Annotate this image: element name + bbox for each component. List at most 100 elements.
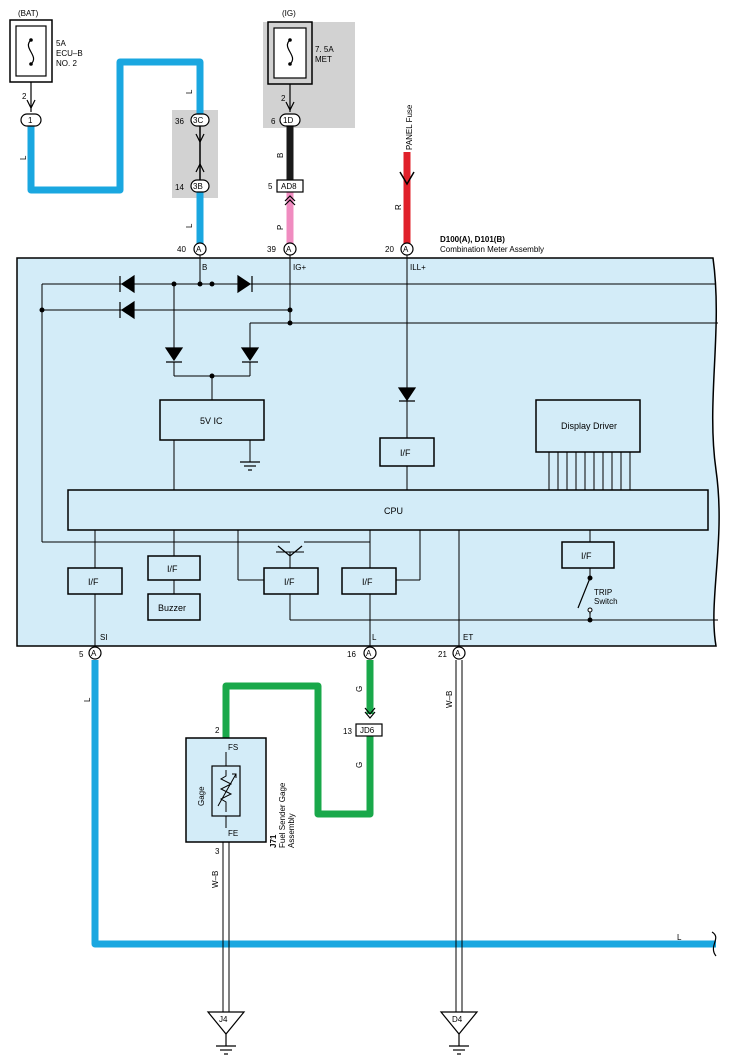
fuse-ecub-amp: 5A — [56, 39, 66, 48]
pin-a16: 16 — [347, 650, 356, 659]
pin-a21: 21 — [438, 650, 447, 659]
ground-d4-triangle — [439, 1011, 479, 1035]
buzzer-box — [147, 593, 201, 621]
fs-pin: 2 — [215, 726, 220, 735]
diode-b-right — [237, 274, 253, 294]
terminal-et: ET — [463, 633, 473, 642]
pin-a40: 40 — [177, 245, 186, 254]
connector-1d — [279, 113, 301, 127]
if-buzzer-label: I/F — [167, 564, 178, 574]
fuse-ecub-icon — [27, 39, 35, 65]
if-si-box — [67, 567, 123, 595]
connector-a21 — [452, 646, 466, 660]
combination-meter-body — [16, 257, 720, 647]
connector-a40-label: A — [196, 245, 202, 254]
if-si-label: I/F — [88, 577, 99, 587]
if-transistor-label: I/F — [284, 577, 295, 587]
connector-a16 — [363, 646, 377, 660]
ic-5v-label: 5V IC — [200, 416, 223, 426]
terminal-l: L — [372, 633, 377, 642]
cpu-label: CPU — [384, 506, 403, 516]
diode-ig-left — [119, 300, 135, 320]
buzzer-label: Buzzer — [158, 603, 186, 613]
wire-label-b: B — [276, 153, 285, 158]
fuse-ecub-name: ECU–B — [56, 49, 83, 58]
connector-ad8-label: AD8 — [281, 182, 297, 191]
cpu-box — [67, 489, 709, 531]
connector-a5 — [88, 646, 102, 660]
wire-label-g-1: G — [355, 686, 364, 692]
trip-switch-label-2: Switch — [594, 597, 618, 606]
if-trip-label: I/F — [581, 551, 592, 561]
connector-a21-label: A — [455, 649, 461, 658]
ig-label: (IG) — [282, 9, 296, 18]
wire-l-si — [91, 660, 716, 948]
fuse-met-amp: 7. 5A — [315, 45, 334, 54]
wire-wb-fe — [222, 842, 230, 1012]
wire-label-wb-fe: W–B — [211, 871, 220, 888]
junction-dots — [39, 281, 593, 623]
if-buzzer-box — [147, 555, 201, 581]
wire-label-wb-et: W–B — [445, 691, 454, 708]
connector-3c-label: 3C — [193, 116, 203, 125]
connector-ad8 — [276, 179, 304, 193]
sender-name-2: Assembly — [287, 813, 296, 848]
terminal-ill: ILL+ — [410, 263, 426, 272]
connector-a5-label: A — [91, 649, 97, 658]
if-trip-box — [561, 541, 615, 569]
meter-internal-lines — [41, 255, 718, 646]
wire-label-g-2: G — [355, 762, 364, 768]
pin-a5: 5 — [79, 650, 84, 659]
connector-3b-label: 3B — [193, 182, 203, 191]
connector-a16-label: A — [366, 649, 372, 658]
wire-wb-et — [455, 660, 463, 1012]
meter-title: D100(A), D101(B) — [440, 235, 505, 244]
if-transistor-box — [263, 567, 319, 595]
if-ill-box — [379, 437, 435, 467]
ground-5v-ic-icon — [240, 461, 260, 471]
sender-id: J71 — [269, 834, 278, 848]
wire-l-bat — [27, 58, 204, 194]
fuse-met-name: MET — [315, 55, 332, 64]
connector-jd6 — [355, 723, 383, 737]
connector-1d-label: 1D — [283, 116, 293, 125]
connector-1 — [20, 113, 42, 127]
diode-b-left — [119, 274, 135, 294]
sender-gage: Gage — [197, 786, 206, 806]
bat-pin: 2 — [22, 92, 27, 101]
trip-switch-label-1: TRIP — [594, 588, 612, 597]
ig-conn-pin: 6 — [271, 117, 276, 126]
if-ill-label: I/F — [400, 448, 411, 458]
ad8-pin: 5 — [268, 182, 273, 191]
wire-label-l-3: L — [185, 223, 194, 228]
wire-label-p: P — [276, 225, 285, 230]
wire-label-r: R — [394, 204, 403, 210]
sender-name-1: Fuel Sender Gage — [278, 782, 287, 848]
jd6-pin: 13 — [343, 727, 352, 736]
meter-subtitle: Combination Meter Assembly — [440, 245, 544, 254]
ground-j4-label: J4 — [219, 1015, 228, 1024]
wire-label-l-bottom: L — [677, 933, 682, 942]
diode-5v-left — [164, 347, 184, 363]
ic-5v-box — [159, 399, 265, 441]
transistor-icon — [277, 545, 303, 557]
diode-5v-right — [240, 347, 260, 363]
connector-a20-label: A — [403, 245, 409, 254]
terminal-si: SI — [100, 633, 108, 642]
if-l-label: I/F — [362, 577, 373, 587]
diode-ill — [397, 387, 417, 402]
pin-a20: 20 — [385, 245, 394, 254]
terminal-b: B — [202, 263, 207, 272]
connector-3b — [190, 179, 210, 193]
ground-j4-triangle — [206, 1011, 246, 1035]
fuse-met-icon — [286, 39, 294, 65]
panel-fuse-label: PANEL Fuse — [405, 104, 414, 150]
ground-d4-label: D4 — [452, 1015, 463, 1024]
fe-pin: 3 — [215, 847, 220, 856]
sender-fe: FE — [228, 829, 238, 838]
connector-1-label: 1 — [28, 116, 33, 125]
pin-a39: 39 — [267, 245, 276, 254]
display-driver-label: Display Driver — [561, 421, 617, 431]
wire-label-l-1: L — [19, 155, 28, 160]
